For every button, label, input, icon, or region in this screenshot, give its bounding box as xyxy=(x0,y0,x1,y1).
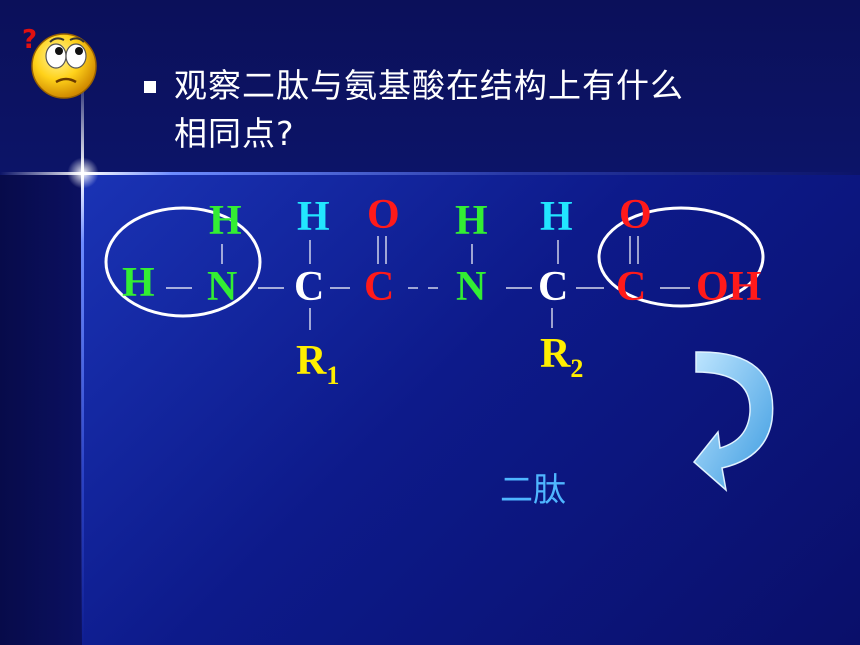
atom-h-over-n2: H xyxy=(455,198,488,244)
sparkle-icon xyxy=(66,156,100,190)
atom-c4: C xyxy=(616,264,647,310)
carboxyl-group-circle xyxy=(597,206,765,308)
amino-group-circle xyxy=(104,206,262,318)
atom-n2: N xyxy=(456,264,487,310)
atom-o-over-c2: O xyxy=(367,192,400,238)
r1-subscript: 1 xyxy=(326,361,340,390)
atom-h-left: H xyxy=(122,260,155,306)
atom-n1: N xyxy=(207,264,238,310)
header-background xyxy=(0,0,860,175)
curved-arrow-icon xyxy=(692,351,774,492)
atom-h-over-c3: H xyxy=(540,194,573,240)
atom-c2: C xyxy=(364,264,395,310)
horizontal-divider xyxy=(0,172,860,175)
left-panel-background xyxy=(0,175,82,645)
question-text: 观察二肽与氨基酸在结构上有什么相同点? xyxy=(174,66,684,153)
vertical-divider xyxy=(81,70,84,645)
atom-h-over-c1: H xyxy=(297,194,330,240)
r1-letter: R xyxy=(296,338,327,384)
r1-group: R1 xyxy=(296,340,339,389)
svg-text:?: ? xyxy=(22,25,37,55)
confused-face-icon: ? xyxy=(22,25,97,99)
r2-subscript: 2 xyxy=(570,354,584,383)
atom-oh: OH xyxy=(696,264,762,310)
atom-o-over-c4: O xyxy=(619,192,652,238)
atom-c1: C xyxy=(294,264,325,310)
list-bullet xyxy=(144,81,156,93)
main-background xyxy=(82,175,860,645)
r2-group: R2 xyxy=(540,333,583,382)
bond-lines xyxy=(166,236,690,330)
dipeptide-caption: 二肽 xyxy=(500,470,566,509)
r2-letter: R xyxy=(540,331,571,377)
atom-h-over-n1: H xyxy=(209,198,242,244)
atom-c3: C xyxy=(538,264,569,310)
